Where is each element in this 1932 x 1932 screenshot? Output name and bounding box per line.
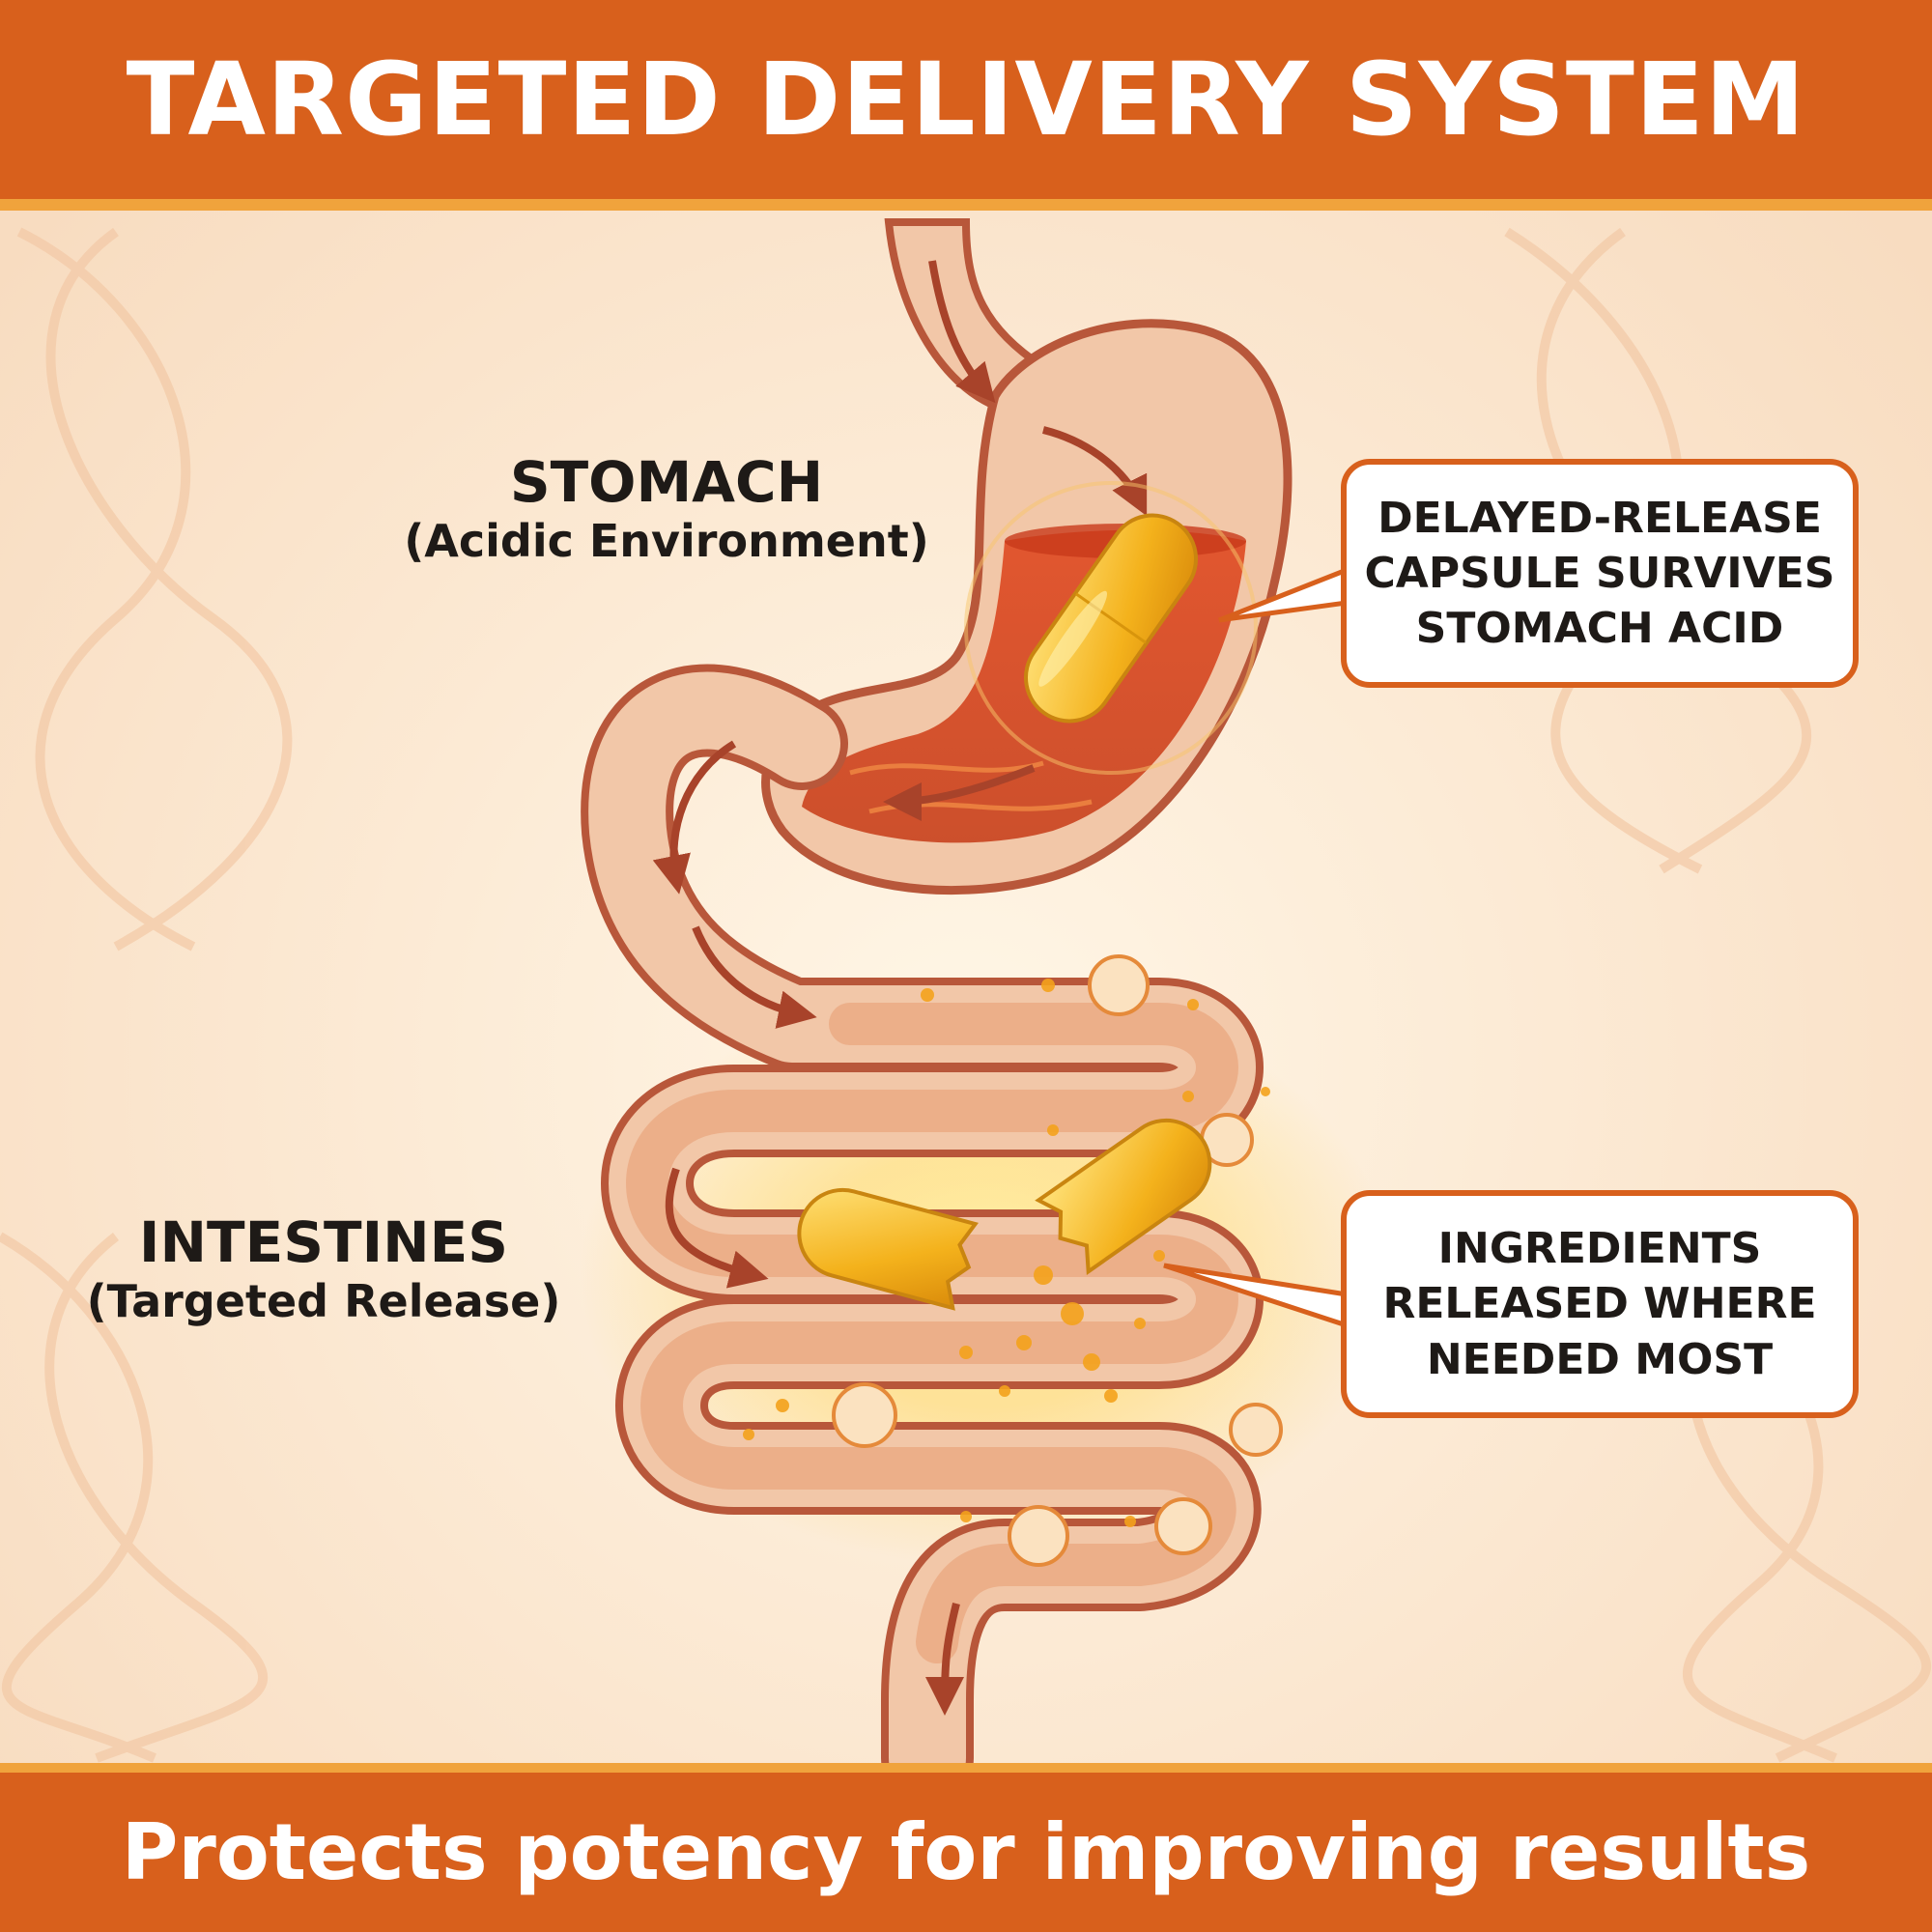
footer-tagline: Protects potency for improving results [121, 1807, 1811, 1897]
callout-stomach-line: STOMACH ACID [1415, 604, 1784, 654]
callout-stomach-line: CAPSULE SURVIVES [1364, 548, 1835, 598]
stomach-title: STOMACH [509, 449, 824, 515]
callout-intestines-line: NEEDED MOST [1426, 1334, 1774, 1384]
capsule-broken-right [1035, 1118, 1212, 1275]
callout-intestines-line: INGREDIENTS [1437, 1224, 1762, 1274]
stomach-label: STOMACH (Acidic Environment) [377, 450, 956, 568]
intestines-label: INTESTINES (Targeted Release) [29, 1210, 618, 1328]
flow-arrows [652, 260, 1148, 1716]
callout-intestines-line: RELEASED WHERE [1382, 1279, 1817, 1329]
stomach-subtitle: (Acidic Environment) [404, 514, 929, 567]
callout-stomach-line: DELAYED-RELEASE [1378, 493, 1822, 543]
capsule-broken-left [797, 1187, 979, 1311]
callout-stomach: DELAYED-RELEASE CAPSULE SURVIVES STOMACH… [1341, 459, 1859, 688]
intestines-subtitle: (Targeted Release) [86, 1274, 561, 1327]
callout-intestines: INGREDIENTS RELEASED WHERE NEEDED MOST [1341, 1190, 1859, 1418]
header-banner: TARGETED DELIVERY SYSTEM [0, 0, 1932, 211]
intestines-title: INTESTINES [138, 1209, 509, 1275]
bacteria-icons [832, 954, 1283, 1567]
footer-banner: Protects potency for improving results [0, 1763, 1932, 1932]
capsule-intact [1023, 513, 1199, 724]
page-title: TARGETED DELIVERY SYSTEM [126, 41, 1806, 158]
